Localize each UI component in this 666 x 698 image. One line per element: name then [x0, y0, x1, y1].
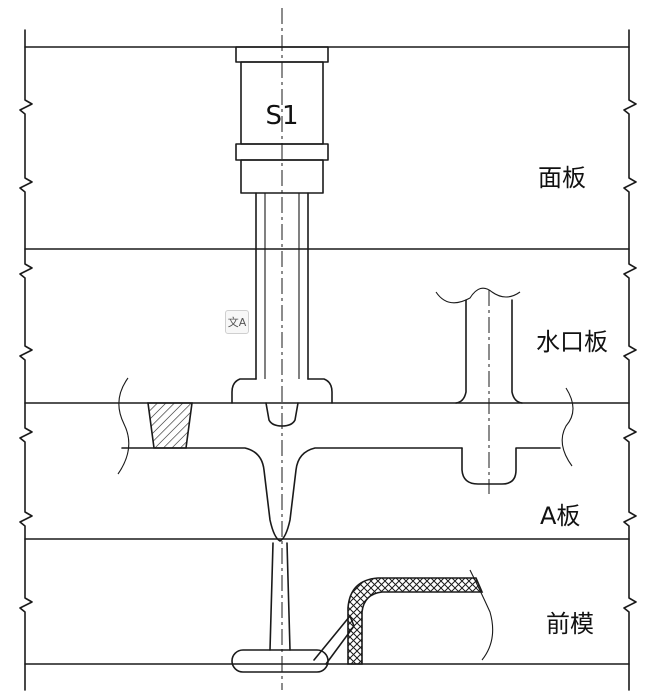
right-border [623, 29, 637, 691]
translate-icon[interactable]: 文A [225, 310, 249, 334]
label-a-plate: A板 [540, 502, 580, 530]
puller-pin [435, 287, 523, 404]
label-runner-plate: 水口板 [536, 328, 608, 356]
molded-part [347, 577, 484, 665]
front-sprue [231, 542, 329, 673]
break-line-right [561, 387, 574, 467]
fan-gate [313, 615, 355, 665]
label-top-plate: 面板 [538, 164, 586, 192]
left-border [19, 29, 33, 691]
label-front-mold: 前模 [546, 610, 594, 638]
break-line-left [117, 377, 130, 475]
hatched-insert [147, 402, 193, 449]
insert-label: S1 [265, 101, 298, 131]
